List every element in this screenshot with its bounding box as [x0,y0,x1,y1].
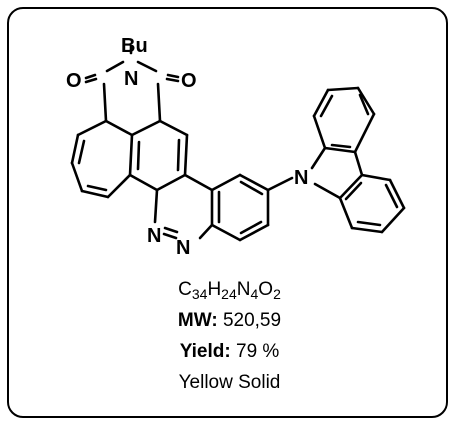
atom-n-carbazole: N [294,167,308,189]
yield-label: Yield: [179,341,231,362]
bonds [70,44,406,242]
atom-n-azo-2: N [176,237,190,259]
physical-state: Yellow Solid [178,372,281,393]
formula-count-c: 34 [191,286,208,302]
formula-count-n: 4 [250,286,259,302]
atom-n-imide: N [124,68,138,90]
compound-card [7,7,448,418]
yield: Yield: 79 % [0,341,459,363]
yield-value: 79 % [230,341,280,362]
formula-count-o: 2 [273,286,281,302]
formula-element-h: H [207,279,222,300]
molecular-weight: MW: 520,59 [0,310,459,332]
atom-o-right: O [181,70,197,92]
formula-count-h: 24 [221,286,237,302]
formula-element-c: C [178,279,192,300]
formula-element-o: O [258,279,274,300]
molecular-formula: C34H24N4O2 [0,279,459,301]
atom-o-left: O [66,70,82,92]
mw-label: MW: [177,310,218,331]
formula-element-n: N [236,279,251,300]
mw-value: 520,59 [217,310,282,331]
atom-n-azo-1: N [147,225,161,247]
atom-bu: Bu [121,35,148,57]
